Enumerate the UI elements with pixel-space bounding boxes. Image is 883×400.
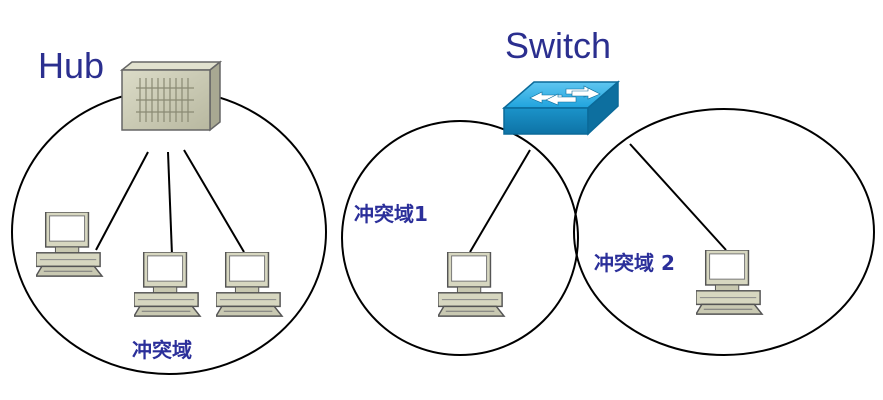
- computer-icon-hub-2: [134, 252, 201, 317]
- switch-cable-1: [469, 149, 531, 253]
- computer-icon-hub-3: [216, 252, 283, 317]
- hub-domain-label: 冲突域: [132, 338, 192, 362]
- hub-cable-3: [183, 149, 245, 253]
- computer-icon-switch-2: [696, 250, 763, 315]
- hub-cable-2: [167, 151, 173, 256]
- collision-domain-1-label: 冲突域1: [354, 202, 428, 226]
- collision-domain-1: [341, 120, 579, 356]
- switch-cable-2: [629, 143, 727, 251]
- hub-cable-1: [95, 151, 149, 251]
- computer-icon-hub-1: [36, 212, 103, 277]
- hub-title: Hub: [38, 45, 104, 86]
- collision-domain-2: [573, 108, 875, 356]
- collision-domain-2-label: 冲突域 2: [594, 251, 675, 275]
- computer-icon-switch-1: [438, 252, 505, 317]
- hub-icon: [119, 60, 223, 132]
- switch-icon: [501, 80, 621, 136]
- switch-title: Switch: [505, 25, 611, 66]
